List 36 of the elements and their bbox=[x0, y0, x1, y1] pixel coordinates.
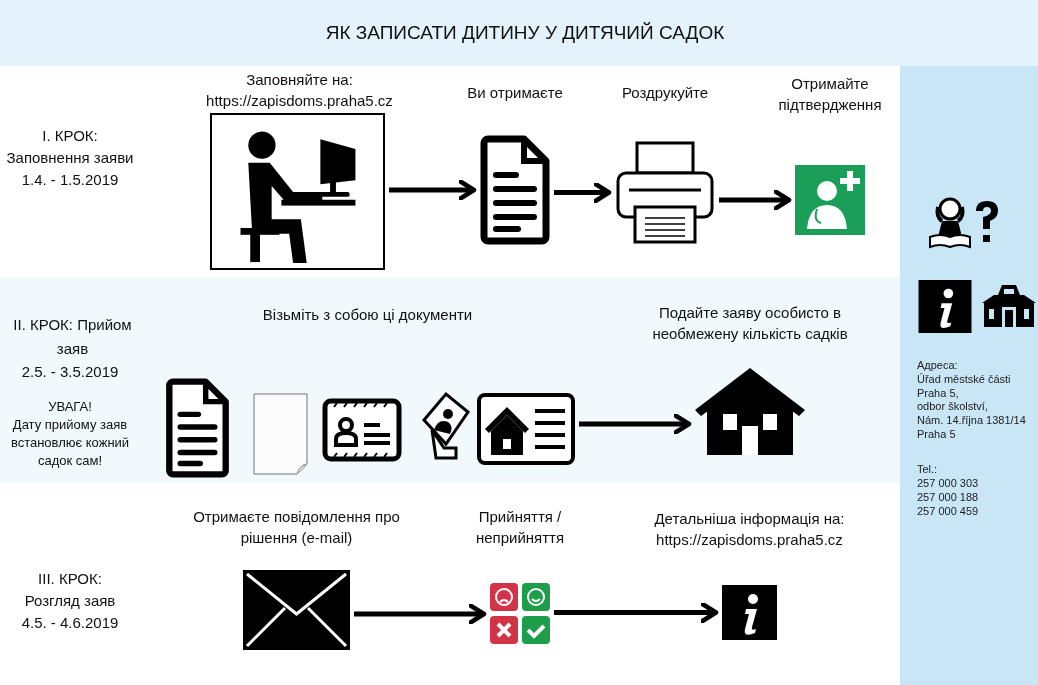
step-text: 1.4. - 1.5.2019 bbox=[20, 170, 120, 190]
address-text: odbor školství, bbox=[917, 400, 988, 413]
node-label: Візьміть з собою ці документи bbox=[261, 305, 474, 325]
step-text: УВАГА! bbox=[47, 398, 93, 416]
address-text: 257 000 459 bbox=[917, 505, 979, 518]
arrow bbox=[554, 601, 719, 624]
title: ЯК ЗАПИСАТИ ДИТИНУ У ДИТЯЧИЙ САДОК bbox=[324, 22, 726, 44]
arrow bbox=[719, 189, 792, 211]
step-text: Дату прийому заяв встановлює кожний садок сам! bbox=[9, 416, 131, 470]
address-text: Praha 5 bbox=[917, 428, 956, 441]
step-text: II. КРОК: Прийом заяв bbox=[12, 315, 133, 359]
step-text: 4.5. - 4.6.2019 bbox=[20, 613, 120, 633]
node-label: Отримайте підтвердження bbox=[777, 74, 883, 115]
step-text: Розгляд заяв bbox=[23, 591, 117, 611]
address-text: 257 000 188 bbox=[917, 491, 979, 504]
address-text: 257 000 303 bbox=[917, 477, 979, 490]
step-text: Заповнення заяви bbox=[5, 148, 135, 168]
node-label: Заповняйте на: https://zapisdoms.praha5.cz bbox=[205, 70, 394, 111]
node-label: Прийняття / неприйняття bbox=[474, 507, 566, 548]
arrow bbox=[354, 603, 487, 625]
step-text: III. КРОК: bbox=[37, 569, 103, 589]
arrow bbox=[389, 179, 477, 201]
step-text: 2.5. - 3.5.2019 bbox=[20, 362, 120, 382]
arrow bbox=[554, 181, 612, 204]
node-label: Роздрукуйте bbox=[620, 83, 710, 103]
address-text: Nám. 14.října 1381/14 bbox=[917, 414, 1026, 427]
node-label: Отримаєте повідомлення про рішення (e-mail) bbox=[192, 507, 401, 548]
address-text: Адреса: bbox=[917, 359, 958, 372]
node-label: Ви отримаєте bbox=[466, 83, 564, 103]
arrow bbox=[579, 413, 692, 435]
address-text: Praha 5, bbox=[917, 387, 959, 400]
address-text: Tel.: bbox=[917, 463, 938, 476]
step-text: I. КРОК: bbox=[41, 126, 99, 146]
node-label: Детальніша інформація на: https://zapisdoms.praha5.cz bbox=[653, 509, 846, 550]
node-label: Подайте заяву особисто в необмежену кількість садків bbox=[651, 303, 849, 344]
address-text: Úřad městské části bbox=[917, 373, 1011, 386]
